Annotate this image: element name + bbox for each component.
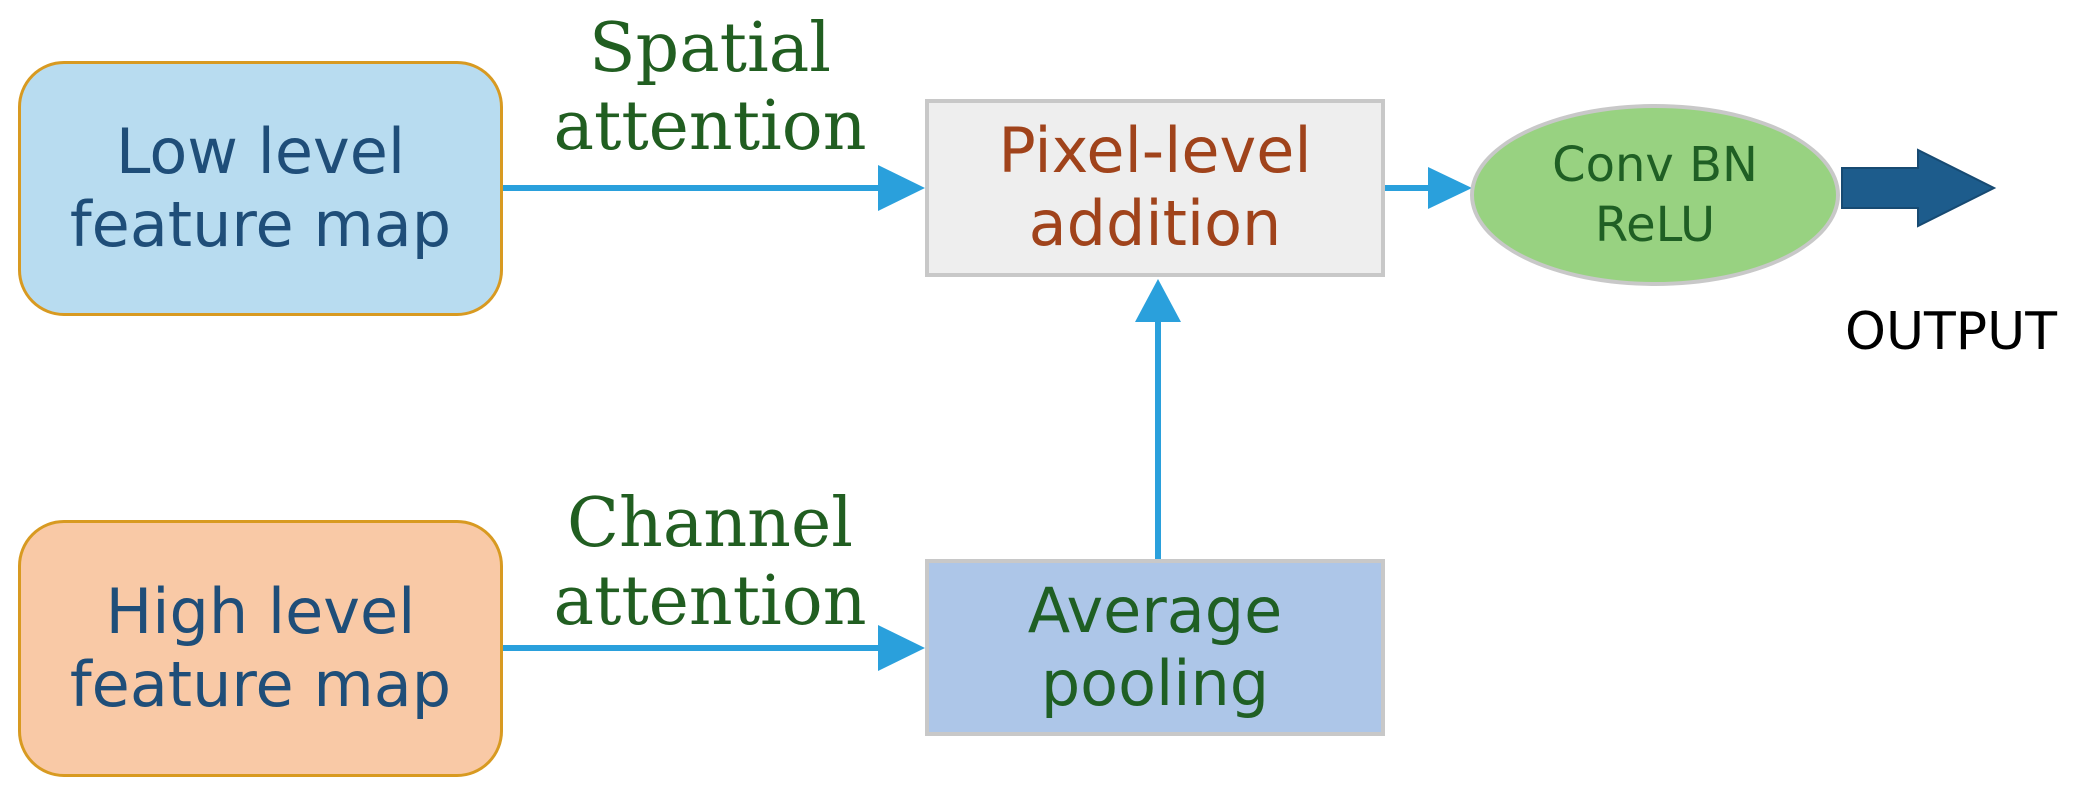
- output-arrow: [1841, 148, 1997, 228]
- channel-label-line1: Channel: [567, 484, 853, 563]
- channel-attention-arrowhead: [878, 625, 925, 671]
- spatial-attention-label: Spatial attention: [540, 9, 880, 167]
- average-pooling-line2: pooling: [1040, 646, 1270, 720]
- channel-label-line2: attention: [553, 562, 867, 642]
- pooling-to-addition-arrowhead: [1135, 279, 1181, 322]
- conv-line2: ReLU: [1594, 197, 1716, 253]
- high-level-feature-map-box: High level feature map: [18, 520, 503, 777]
- pixel-addition-line2: addition: [1028, 187, 1282, 260]
- spatial-label-line2: attention: [553, 87, 867, 167]
- pixel-addition-line1: Pixel-level: [998, 114, 1312, 188]
- low-level-line1: Low level: [115, 114, 406, 188]
- low-level-feature-map-box: Low level feature map: [18, 61, 503, 316]
- addition-to-conv-arrowhead: [1428, 167, 1472, 209]
- high-level-line1: High level: [105, 574, 416, 648]
- channel-attention-label: Channel attention: [540, 484, 880, 642]
- output-label: OUTPUT: [1845, 302, 2057, 362]
- pixel-level-addition-box: Pixel-level addition: [925, 99, 1385, 277]
- conv-bn-relu-ellipse: Conv BN ReLU: [1470, 104, 1840, 286]
- conv-line1: Conv BN: [1552, 137, 1758, 193]
- high-level-line2: feature map: [69, 647, 452, 721]
- average-pooling-line1: Average: [1027, 573, 1283, 647]
- average-pooling-box: Average pooling: [925, 559, 1385, 736]
- low-level-line2: feature map: [69, 187, 452, 261]
- spatial-attention-arrowhead: [878, 165, 925, 211]
- spatial-label-line1: Spatial: [588, 9, 832, 88]
